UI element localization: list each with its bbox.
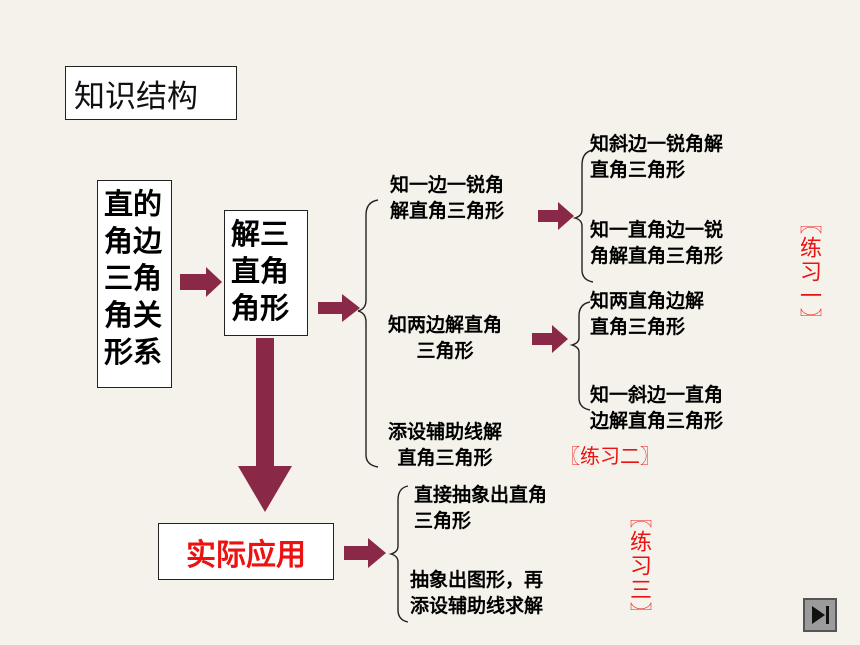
arrow-apply-to-methods <box>344 538 386 568</box>
brace-branch2-subs <box>569 301 591 411</box>
case-line: 直角三角形 <box>590 159 686 181</box>
next-slide-icon <box>812 606 829 624</box>
case-line: 知两直角边解 <box>590 290 705 312</box>
apply-line: 直接抽象出直角 <box>414 484 548 506</box>
next-slide-button[interactable] <box>803 598 837 632</box>
exercise-one-label[interactable]: 〖练习一〗 <box>796 212 821 332</box>
branch-line: 三角形 <box>416 340 474 362</box>
main-topic-box: 直的 角边 三角 角关 形系 <box>97 180 172 388</box>
apply-line: 抽象出图形，再 <box>410 569 544 591</box>
branch-line: 知一边一锐角 <box>390 174 505 196</box>
main-topic-line: 直的 <box>104 187 163 221</box>
solve-triangle-line: 解三 <box>231 217 290 251</box>
case-leg-angle: 知一直角边一锐 角解直角三角形 <box>590 217 723 269</box>
branch-auxiliary-line: 添设辅助线解 直角三角形 <box>388 419 502 471</box>
case-hypotenuse-leg: 知一斜边一直角 边解直角三角形 <box>590 382 723 434</box>
solve-triangle-line: 直角 <box>231 254 290 288</box>
branch-one-side-one-angle: 知一边一锐角 解直角三角形 <box>390 172 504 224</box>
main-topic-line: 三角 <box>104 261 163 295</box>
exercise-three-label[interactable]: 〖练习三〗 <box>626 506 651 626</box>
main-topic-line: 角关 <box>104 298 163 332</box>
arrow-main-to-solve <box>180 267 222 297</box>
apply-direct-abstraction: 直接抽象出直角 三角形 <box>414 482 547 534</box>
main-topic-line: 角边 <box>104 224 163 258</box>
case-two-legs: 知两直角边解 直角三角形 <box>590 288 704 340</box>
brace-apply <box>388 485 409 623</box>
case-line: 知一斜边一直角 <box>590 384 724 406</box>
branch-two-sides: 知两边解直角 三角形 <box>388 312 502 364</box>
case-line: 角解直角三角形 <box>590 245 724 267</box>
branch-line: 直角三角形 <box>397 447 493 469</box>
case-line: 直角三角形 <box>590 316 686 338</box>
apply-abstraction-auxiliary: 抽象出图形，再 添设辅助线求解 <box>410 567 543 619</box>
apply-line: 添设辅助线求解 <box>410 595 544 617</box>
case-line: 知一直角边一锐 <box>590 219 724 241</box>
main-topic-line: 形系 <box>104 335 163 369</box>
solve-triangle-box: 解三 直角 角形 <box>224 210 308 336</box>
solve-triangle-line: 角形 <box>231 291 290 325</box>
brace-branches <box>357 199 379 468</box>
branch-line: 解直角三角形 <box>390 200 505 222</box>
case-line: 知斜边一锐角解 <box>590 133 724 155</box>
exercise-two-label[interactable]: 〖练习二〗 <box>560 444 660 468</box>
brace-branch1-subs <box>572 149 594 283</box>
arrow-branch2-to-subs <box>532 325 568 353</box>
arrow-solve-to-apply <box>238 338 292 512</box>
practical-application-box: 实际应用 <box>158 523 334 580</box>
apply-line: 三角形 <box>414 510 472 532</box>
branch-line: 添设辅助线解 <box>388 421 503 443</box>
arrow-solve-to-branches <box>318 294 360 322</box>
case-line: 边解直角三角形 <box>590 410 724 432</box>
case-hypotenuse-angle: 知斜边一锐角解 直角三角形 <box>590 131 723 183</box>
section-title: 知识结构 <box>65 66 237 120</box>
arrow-branch1-to-subs <box>538 202 574 230</box>
branch-line: 知两边解直角 <box>388 314 503 336</box>
